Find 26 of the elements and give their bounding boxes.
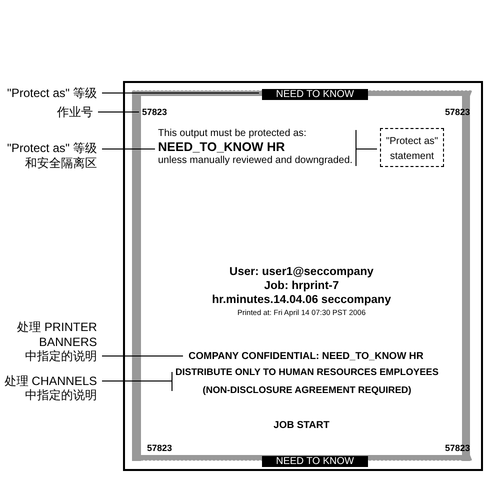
job-start-text: JOB START [272,419,330,433]
job-number: 57823 [147,442,172,454]
file-line: hr.minutes.14.04.06 seccompany [211,293,392,307]
banner: NEED TO KNOW [262,89,368,100]
job-number: 57823 [142,106,168,118]
protection-level: NEED_TO_KNOW HR [158,140,286,155]
statement-box: "Protect as" statement [380,128,444,167]
leader-line [356,130,378,166]
leader-label: 作业号 [57,105,93,119]
protection-text: This output must be protected as: [158,128,308,140]
banner-text: DISTRIBUTE ONLY TO HUMAN RESOURCES EMPLOYEES [174,366,440,380]
leader-line [102,372,172,392]
leader-label: "Protect as" 等级和安全隔离区 [0,141,97,171]
banner: NEED TO KNOW [262,456,368,467]
job-number: 57823 [444,442,470,454]
leader-label: 处理 PRINTER BANNERS 中指定的说明 [0,320,97,364]
banner-text: (NON-DISCLOSURE AGREEMENT REQUIRED) [202,384,412,398]
leader-line [102,148,156,150]
user-line: User: user1@seccompany [228,265,375,279]
leader-label: 处理 CHANNELS 中指定的说明 [0,374,97,402]
job-line: Job: hrprint-7 [263,279,340,293]
leader-label: "Protect as" 等级 [7,86,97,100]
protection-text: unless manually reviewed and downgraded. [158,155,354,167]
job-number: 57823 [444,106,470,118]
leader-line [102,92,260,94]
banner-text: COMPANY CONFIDENTIAL: NEED_TO_KNOW HR [186,350,426,364]
